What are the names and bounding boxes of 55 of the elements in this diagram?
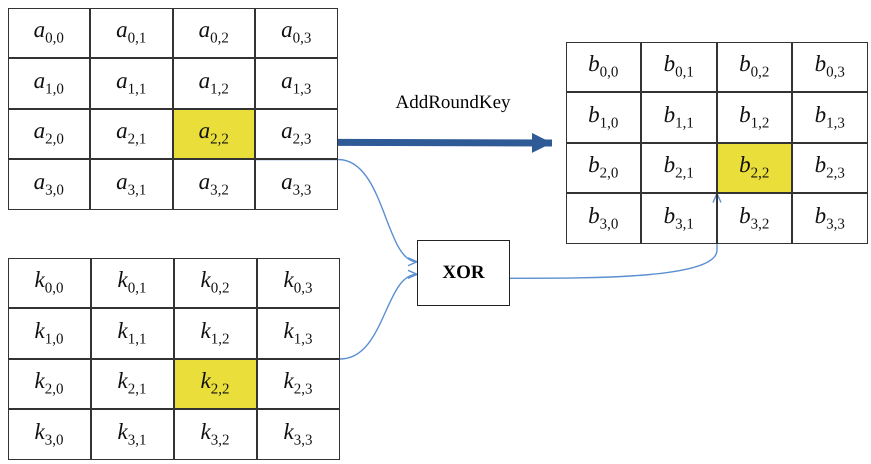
matrix-entry: b$_{2,0}$: [566, 142, 641, 193]
matrix-entry: k$_{1,1}$: [90, 308, 174, 358]
matrix-entry: k$_{2,1}$: [90, 358, 174, 409]
matrix-entry: k$_{3,1}$: [90, 409, 174, 460]
matrix-entry: a$_{0,1}$: [90, 8, 172, 58]
matrix-entry: b$_{2,1}$: [641, 142, 716, 193]
matrix-entry: b$_{1,3}$: [792, 92, 868, 142]
operation-box: XOR: [417, 240, 510, 306]
matrix-table: [566, 42, 868, 244]
matrix-entry: k$_{1,2}$: [174, 308, 256, 358]
matrix-entry: b$_{1,0}$: [566, 92, 641, 142]
matrix-entry: k$_{0,3}$: [256, 258, 340, 308]
matrix-entry: a$_{3,0}$: [8, 159, 90, 210]
matrix-entry: a$_{2,1}$: [90, 108, 172, 159]
block-arrow: [338, 132, 552, 153]
matrix-entry: a$_{3,1}$: [90, 159, 172, 210]
matrix-entry: b$_{0,3}$: [792, 42, 868, 92]
matrix-entry: b$_{1,2}$: [716, 92, 792, 142]
matrix-entry: a$_{0,3}$: [255, 8, 338, 58]
matrix-entry: a$_{2,3}$: [255, 108, 338, 159]
matrix-table: [8, 258, 340, 460]
matrix-entry: b$_{0,2}$: [716, 42, 792, 92]
arrow: [510, 192, 722, 279]
matrix-entry: k$_{2,2}$: [174, 358, 256, 409]
matrix-entry: b$_{3,2}$: [716, 193, 792, 244]
matrix-entry: k$_{1,3}$: [256, 308, 340, 358]
matrix-entry: b$_{3,1}$: [641, 193, 716, 244]
matrix-entry: b$_{3,0}$: [566, 193, 641, 244]
matrix-table: [8, 8, 338, 210]
matrix-entry: a$_{0,0}$: [8, 8, 90, 58]
matrix-entry: a$_{0,2}$: [172, 8, 255, 58]
matrix-entry: a$_{3,3}$: [255, 159, 338, 210]
matrix-entry: b$_{2,3}$: [792, 142, 868, 193]
matrix-entry: k$_{0,2}$: [174, 258, 256, 308]
matrix-entry: k$_{3,3}$: [256, 409, 340, 460]
matrix-entry: a$_{1,0}$: [8, 58, 90, 108]
matrix-entry: b$_{3,3}$: [792, 193, 868, 244]
edge-label: AddRoundKey: [393, 92, 513, 114]
matrix-entry: b$_{0,0}$: [566, 42, 641, 92]
matrix-entry: b$_{0,1}$: [641, 42, 716, 92]
matrix-entry: b$_{2,2}$: [716, 142, 792, 193]
matrix-entry: k$_{0,1}$: [90, 258, 174, 308]
matrix-entry: a$_{1,3}$: [255, 58, 338, 108]
matrix-entry: a$_{2,0}$: [8, 108, 90, 159]
matrix-entry: k$_{2,3}$: [256, 358, 340, 409]
matrix-entry: a$_{1,2}$: [172, 58, 255, 108]
matrix-entry: k$_{3,2}$: [174, 409, 256, 460]
matrix-entry: k$_{3,0}$: [8, 409, 90, 460]
matrix-entry: a$_{2,2}$: [172, 108, 255, 159]
matrix-entry: b$_{1,1}$: [641, 92, 716, 142]
matrix-entry: a$_{1,1}$: [90, 58, 172, 108]
matrix-entry: k$_{1,0}$: [8, 308, 90, 358]
matrix-entry: k$_{2,0}$: [8, 358, 90, 409]
matrix-entry: a$_{3,2}$: [172, 159, 255, 210]
matrix-entry: k$_{0,0}$: [8, 258, 90, 308]
